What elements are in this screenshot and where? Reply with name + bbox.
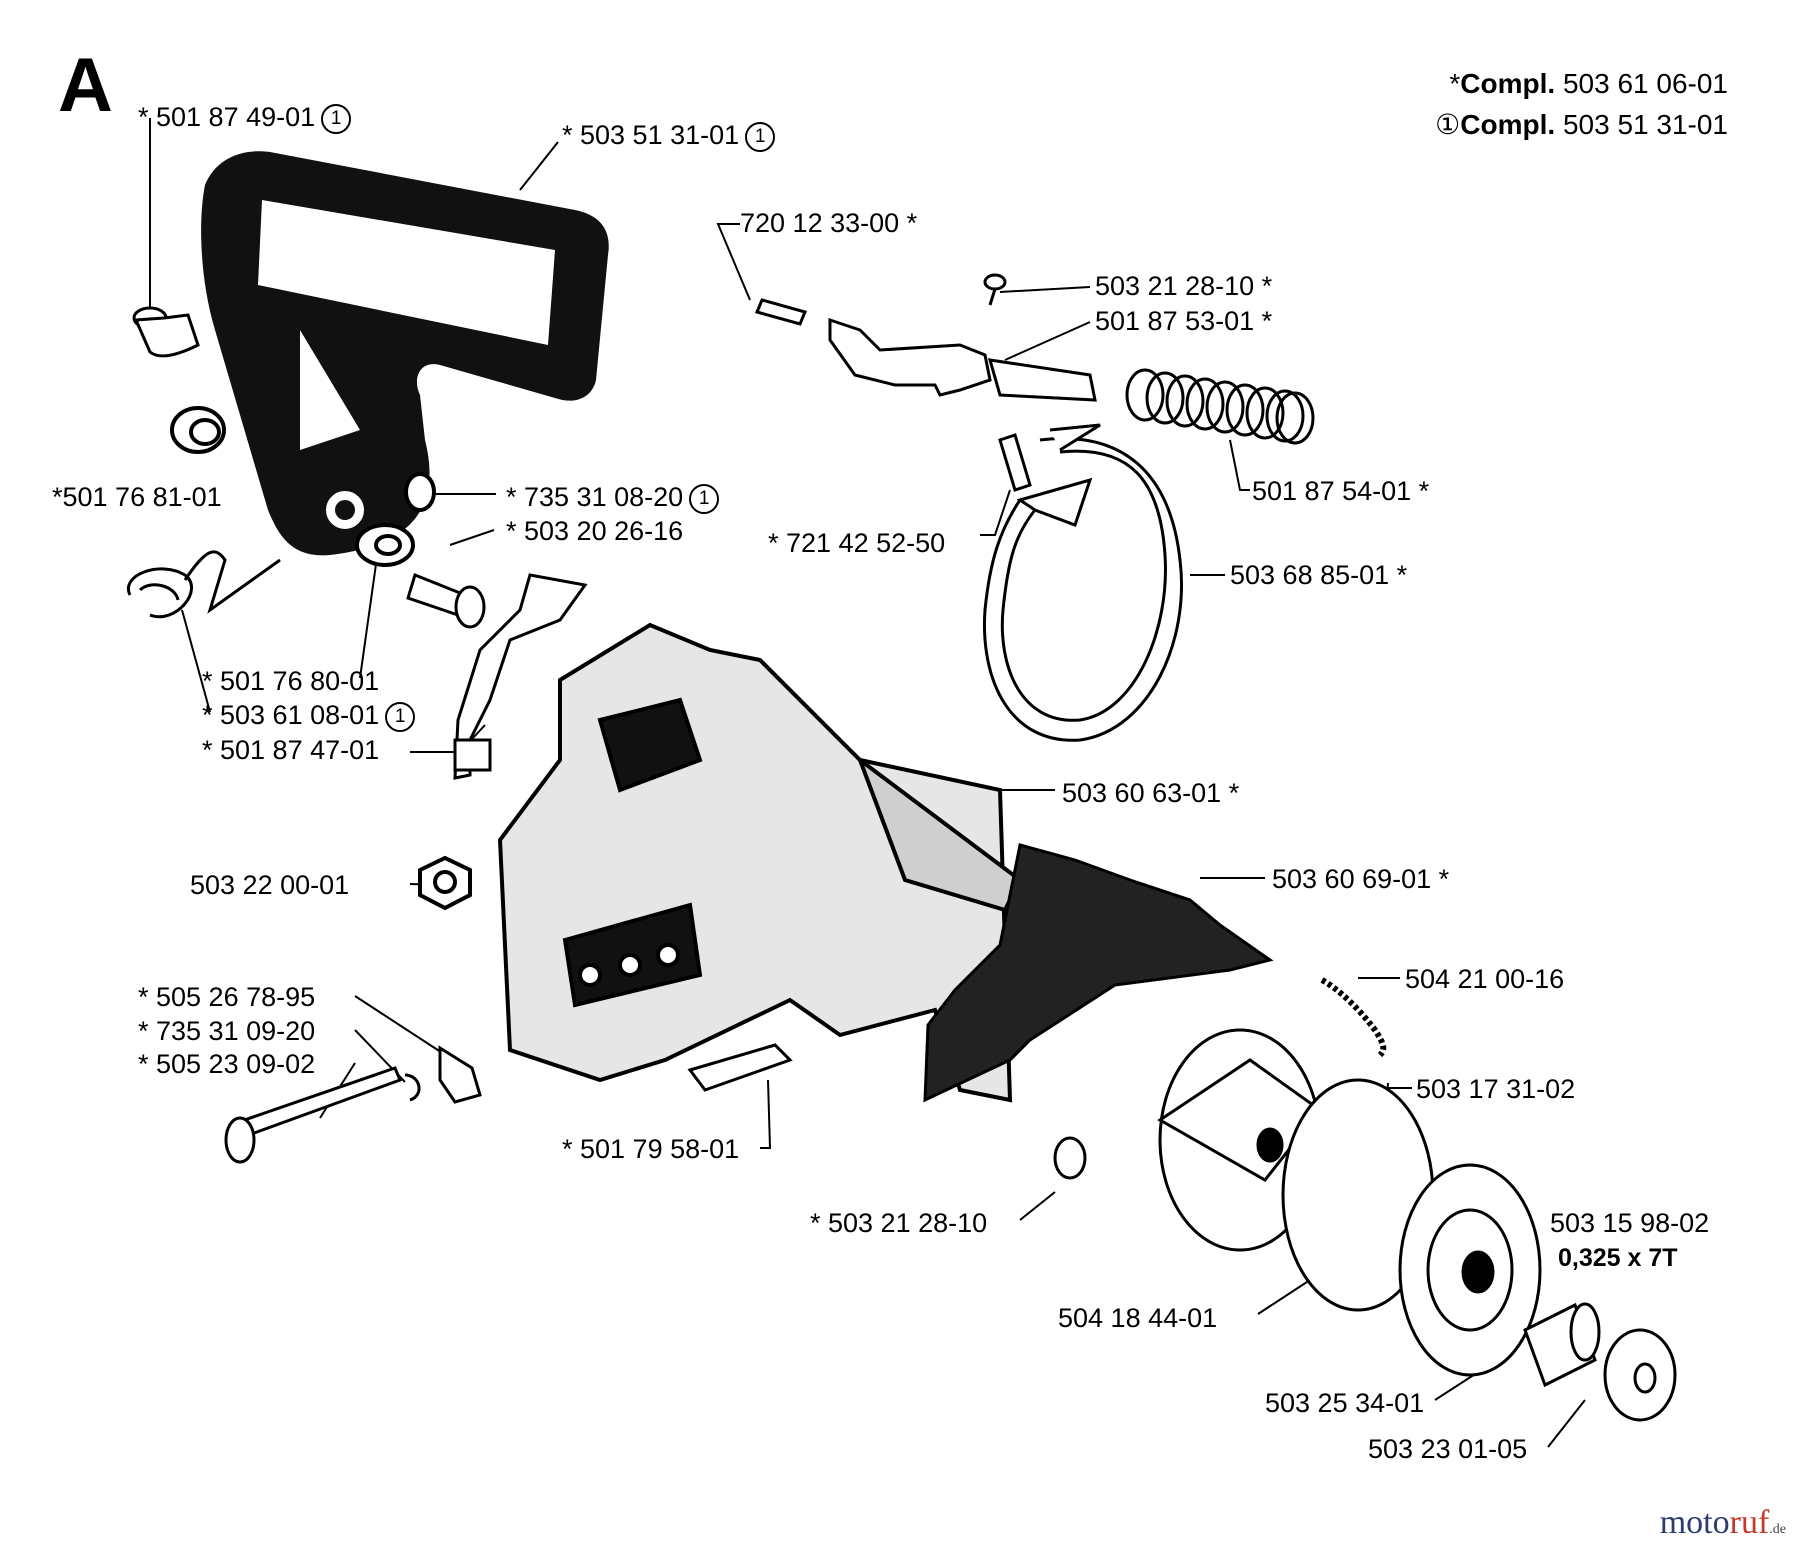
label-501-87-47-01: * 501 87 47-01 bbox=[202, 735, 380, 765]
label-503-23-01-05: 503 23 01-05 bbox=[1368, 1434, 1528, 1464]
label-720-12-33-00: 720 12 33-00 * bbox=[740, 208, 918, 238]
label-503-60-63-01: 503 60 63-01 * bbox=[1062, 778, 1240, 808]
label-735-31-09-20: * 735 31 09-20 bbox=[138, 1016, 316, 1046]
clutch-drum bbox=[1398, 1163, 1542, 1377]
label-501-76-81-01: *501 76 81-01 bbox=[52, 482, 222, 512]
label-505-23-09-02: * 505 23 09-02 bbox=[138, 1049, 316, 1079]
label-503-20-26-16: * 503 20 26-16 bbox=[506, 516, 684, 546]
label-503-17-31-02: 503 17 31-02 bbox=[1416, 1074, 1576, 1104]
label-504-18-44-01: 504 18 44-01 bbox=[1058, 1303, 1218, 1333]
clutch-cover bbox=[497, 622, 1023, 1103]
label-503-15-98-02: 503 15 98-02 bbox=[1550, 1208, 1710, 1238]
label-721-42-52-50: * 721 42 52-50 bbox=[768, 528, 946, 558]
label-503-22-00-01: 503 22 00-01 bbox=[190, 870, 350, 900]
label-504-21-00-16: 504 21 00-16 bbox=[1405, 964, 1565, 994]
label-501-79-58-01: * 501 79 58-01 bbox=[562, 1134, 740, 1164]
label-501-87-53-01: 501 87 53-01 * bbox=[1095, 306, 1273, 336]
chain-guard bbox=[923, 843, 1274, 1103]
section-letter: A bbox=[58, 43, 113, 128]
legend-complete-handle: ①Compl. 503 51 31-01 bbox=[1435, 109, 1728, 140]
label-sprocket-pitch: 0,325 x 7T bbox=[1558, 1244, 1678, 1272]
label-501-76-80-01: * 501 76 80-01 bbox=[202, 666, 380, 696]
brake-band bbox=[982, 423, 1183, 742]
watermark-logo: motoruf.de bbox=[1659, 1504, 1786, 1541]
brake-handle bbox=[201, 151, 609, 556]
label-503-68-85-01: 503 68 85-01 * bbox=[1230, 560, 1408, 590]
label-503-21-28-10-top: 503 21 28-10 * bbox=[1095, 271, 1273, 301]
label-503-25-34-01: 503 25 34-01 bbox=[1265, 1388, 1425, 1418]
label-501-87-54-01: 501 87 54-01 * bbox=[1252, 476, 1430, 506]
legend-complete-kit: *Compl. 503 61 06-01 bbox=[1449, 68, 1728, 99]
label-505-26-78-95: * 505 26 78-95 bbox=[138, 982, 316, 1012]
brake-spring bbox=[1125, 368, 1315, 445]
label-503-21-28-10-bottom: * 503 21 28-10 bbox=[810, 1208, 988, 1238]
label-503-60-69-01: 503 60 69-01 * bbox=[1272, 864, 1450, 894]
